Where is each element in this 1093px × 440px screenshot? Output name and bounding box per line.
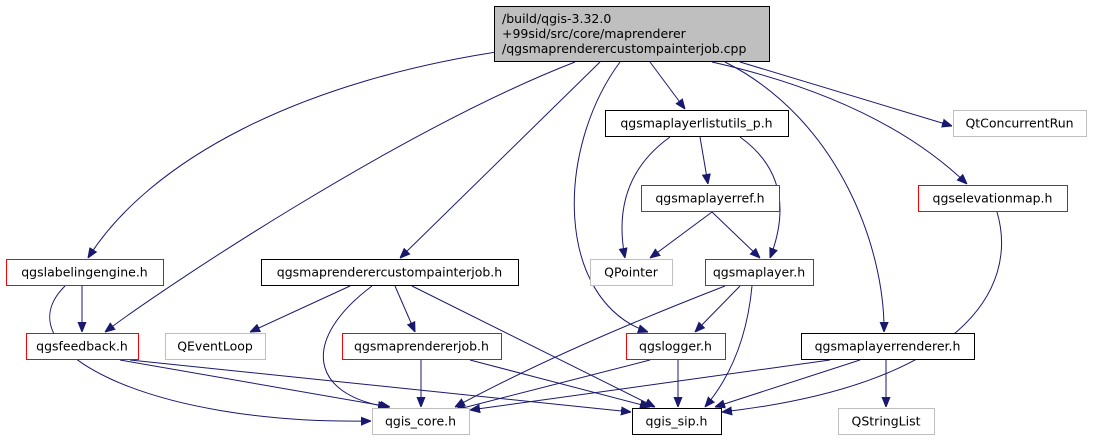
edge-feedback-to-qgis_sip [129,359,631,412]
node-label: qgsmaplayerlistutils_p.h [620,116,772,131]
edge-maplayer-to-qgis_sip [705,285,753,407]
edge-maplayer-to-logger [695,285,741,332]
node-label: QStringList [852,414,921,429]
edge-root-to-feedback [105,61,576,332]
edge-custompainterjob_h-to-rendererjob [394,285,415,332]
node-layerlistutils[interactable]: qgsmaplayerlistutils_p.h [605,110,789,137]
edge-root-to-layerrenderer [724,61,884,332]
edge-maplayer-to-qgis_core [455,285,726,407]
node-label: qgselevationmap.h [933,191,1053,206]
edge-root-to-labelingengine [88,49,511,258]
edge-logger-to-qgis_core [455,359,651,410]
node-layerrenderer[interactable]: qgsmaplayerrenderer.h [801,333,975,360]
node-box [632,408,722,435]
edge-maplayerref-to-qpointer [650,211,713,258]
node-box [605,110,789,137]
edge-custompainterjob_h-to-qgis_sip [411,285,655,407]
node-label: qgsmaprenderercustompainterjob.h [277,265,502,280]
edge-root-to-layerlistutils [649,61,685,109]
node-box [705,259,814,286]
edge-layerlistutils-to-maplayerref [699,136,708,184]
node-box [342,333,502,360]
node-qgis_sip[interactable]: qgis_sip.h [632,408,722,435]
edge-elevationmap-to-qgis_sip [722,211,1002,412]
node-label: qgsfeedback.h [36,339,128,354]
edge-custompainterjob_h-to-qgis_core [322,285,388,407]
node-box [641,185,780,212]
node-qpointer[interactable]: QPointer [590,259,673,286]
node-logger[interactable]: qgslogger.h [626,333,726,360]
node-root[interactable]: /build/qgis-3.32.0+99sid/src/core/mapren… [494,6,770,62]
node-box [494,6,770,62]
edge-layerrenderer-to-qgis_sip [715,359,861,407]
node-box [6,259,164,286]
node-label: QPointer [604,265,659,280]
node-label: qgis_core.h [385,414,456,429]
node-box [590,259,673,286]
node-feedback[interactable]: qgsfeedback.h [26,333,139,360]
node-qstringlist[interactable]: QStringList [838,408,935,435]
node-label: /qgsmaprenderercustompainterjob.cpp [502,41,746,56]
node-qgis_core[interactable]: qgis_core.h [372,408,470,435]
nodes-layer: /build/qgis-3.32.0+99sid/src/core/mapren… [6,6,1087,435]
edge-root-to-elevationmap [711,61,967,184]
edge-layerrenderer-to-qgis_core [470,359,831,410]
node-labelingengine[interactable]: qgslabelingengine.h [6,259,164,286]
node-label: qgsmaplayer.h [713,265,805,280]
node-maplayerref[interactable]: qgsmaplayerref.h [641,185,780,212]
node-label: /build/qgis-3.32.0 [502,11,611,26]
node-box [953,110,1087,137]
node-label: QtConcurrentRun [965,116,1073,131]
node-maplayer[interactable]: qgsmaplayer.h [705,259,814,286]
node-label: +99sid/src/core/maprenderer [502,26,687,41]
node-box [26,333,139,360]
node-box [165,333,266,360]
edge-root-to-qtconcurrentrun [739,61,952,126]
node-qtconcurrentrun[interactable]: QtConcurrentRun [953,110,1087,137]
node-label: qgslogger.h [639,339,712,354]
node-label: qgis_sip.h [646,414,708,429]
node-box [626,333,726,360]
node-label: qgsmaprendererjob.h [354,339,489,354]
node-label: qgsmaplayerref.h [655,191,764,206]
edge-root-to-logger [573,61,648,332]
node-box [261,259,519,286]
edge-layerlistutils-to-qpointer [622,136,671,258]
edge-root-to-custompainterjob_h [400,61,601,258]
node-custompainterjob_h[interactable]: qgsmaprenderercustompainterjob.h [261,259,519,286]
node-box [801,333,975,360]
node-label: qgslabelingengine.h [21,265,147,280]
node-box [838,408,935,435]
edge-maplayerref-to-maplayer [711,211,760,258]
node-label: qgsmaplayerrenderer.h [815,339,961,354]
edges-layer [49,49,1002,421]
edge-custompainterjob_h-to-qeventloop [250,285,351,332]
node-elevationmap[interactable]: qgselevationmap.h [918,185,1068,212]
edge-feedback-to-qgis_core [119,359,390,407]
node-box [372,408,470,435]
edge-labelingengine-to-qgis_core [49,285,371,421]
node-label: QEventLoop [177,339,253,354]
node-box [918,185,1068,212]
node-rendererjob[interactable]: qgsmaprendererjob.h [342,333,502,360]
node-qeventloop[interactable]: QEventLoop [165,333,266,360]
